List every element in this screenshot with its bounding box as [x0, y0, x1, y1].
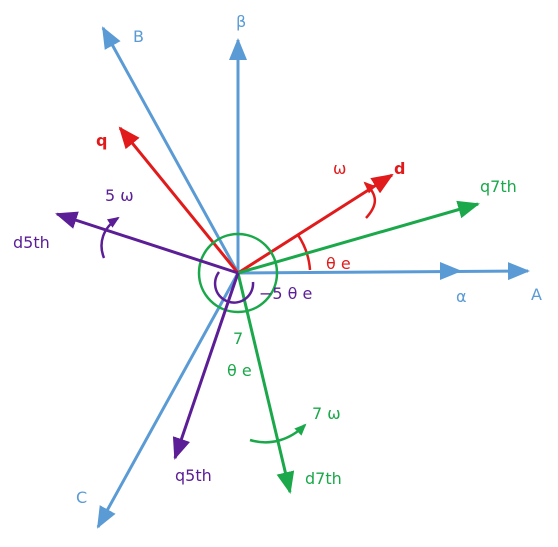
- theta-e-arc: [296, 234, 312, 271]
- seven-omega-rotation-arrow: [249, 423, 307, 444]
- vector-d7th: [236, 272, 295, 494]
- label-A: A: [531, 285, 542, 304]
- label-five-omega: 5 ω: [105, 186, 134, 205]
- vector-d5th: [55, 211, 239, 275]
- label-B: B: [133, 27, 144, 46]
- label-C: C: [76, 488, 87, 507]
- five-omega-rotation-arrow: [100, 216, 120, 259]
- neg-five-theta-e-arc: [213, 271, 255, 304]
- vector-d: [237, 173, 394, 275]
- axis-C: [96, 272, 240, 529]
- axis-B: [101, 26, 240, 274]
- label-d5th: d5th: [13, 233, 50, 252]
- label-seven: 7: [233, 329, 243, 348]
- vector-q7th: [237, 200, 480, 275]
- label-neg-five-theta-e: −5 θ e: [259, 284, 312, 303]
- seven-theta-e-arc: [197, 232, 279, 314]
- label-seven-theta-e: θ e: [227, 361, 252, 380]
- label-omega: ω: [333, 159, 346, 178]
- label-alpha: α: [456, 287, 467, 306]
- vector-q: [118, 126, 240, 274]
- axis-A: [237, 262, 530, 281]
- label-theta-e: θ e: [326, 254, 351, 273]
- label-q: q: [96, 131, 107, 150]
- vector-q5th: [172, 272, 240, 460]
- label-seven-omega: 7 ω: [312, 404, 341, 423]
- omega-rotation-arrow: [363, 181, 377, 219]
- label-q7th: q7th: [480, 177, 517, 196]
- label-d7th: d7th: [305, 469, 342, 488]
- axis-alpha-arrowhead: [440, 262, 462, 280]
- label-d: d: [394, 159, 405, 178]
- label-q5th: q5th: [175, 466, 212, 485]
- label-beta: β: [236, 12, 246, 31]
